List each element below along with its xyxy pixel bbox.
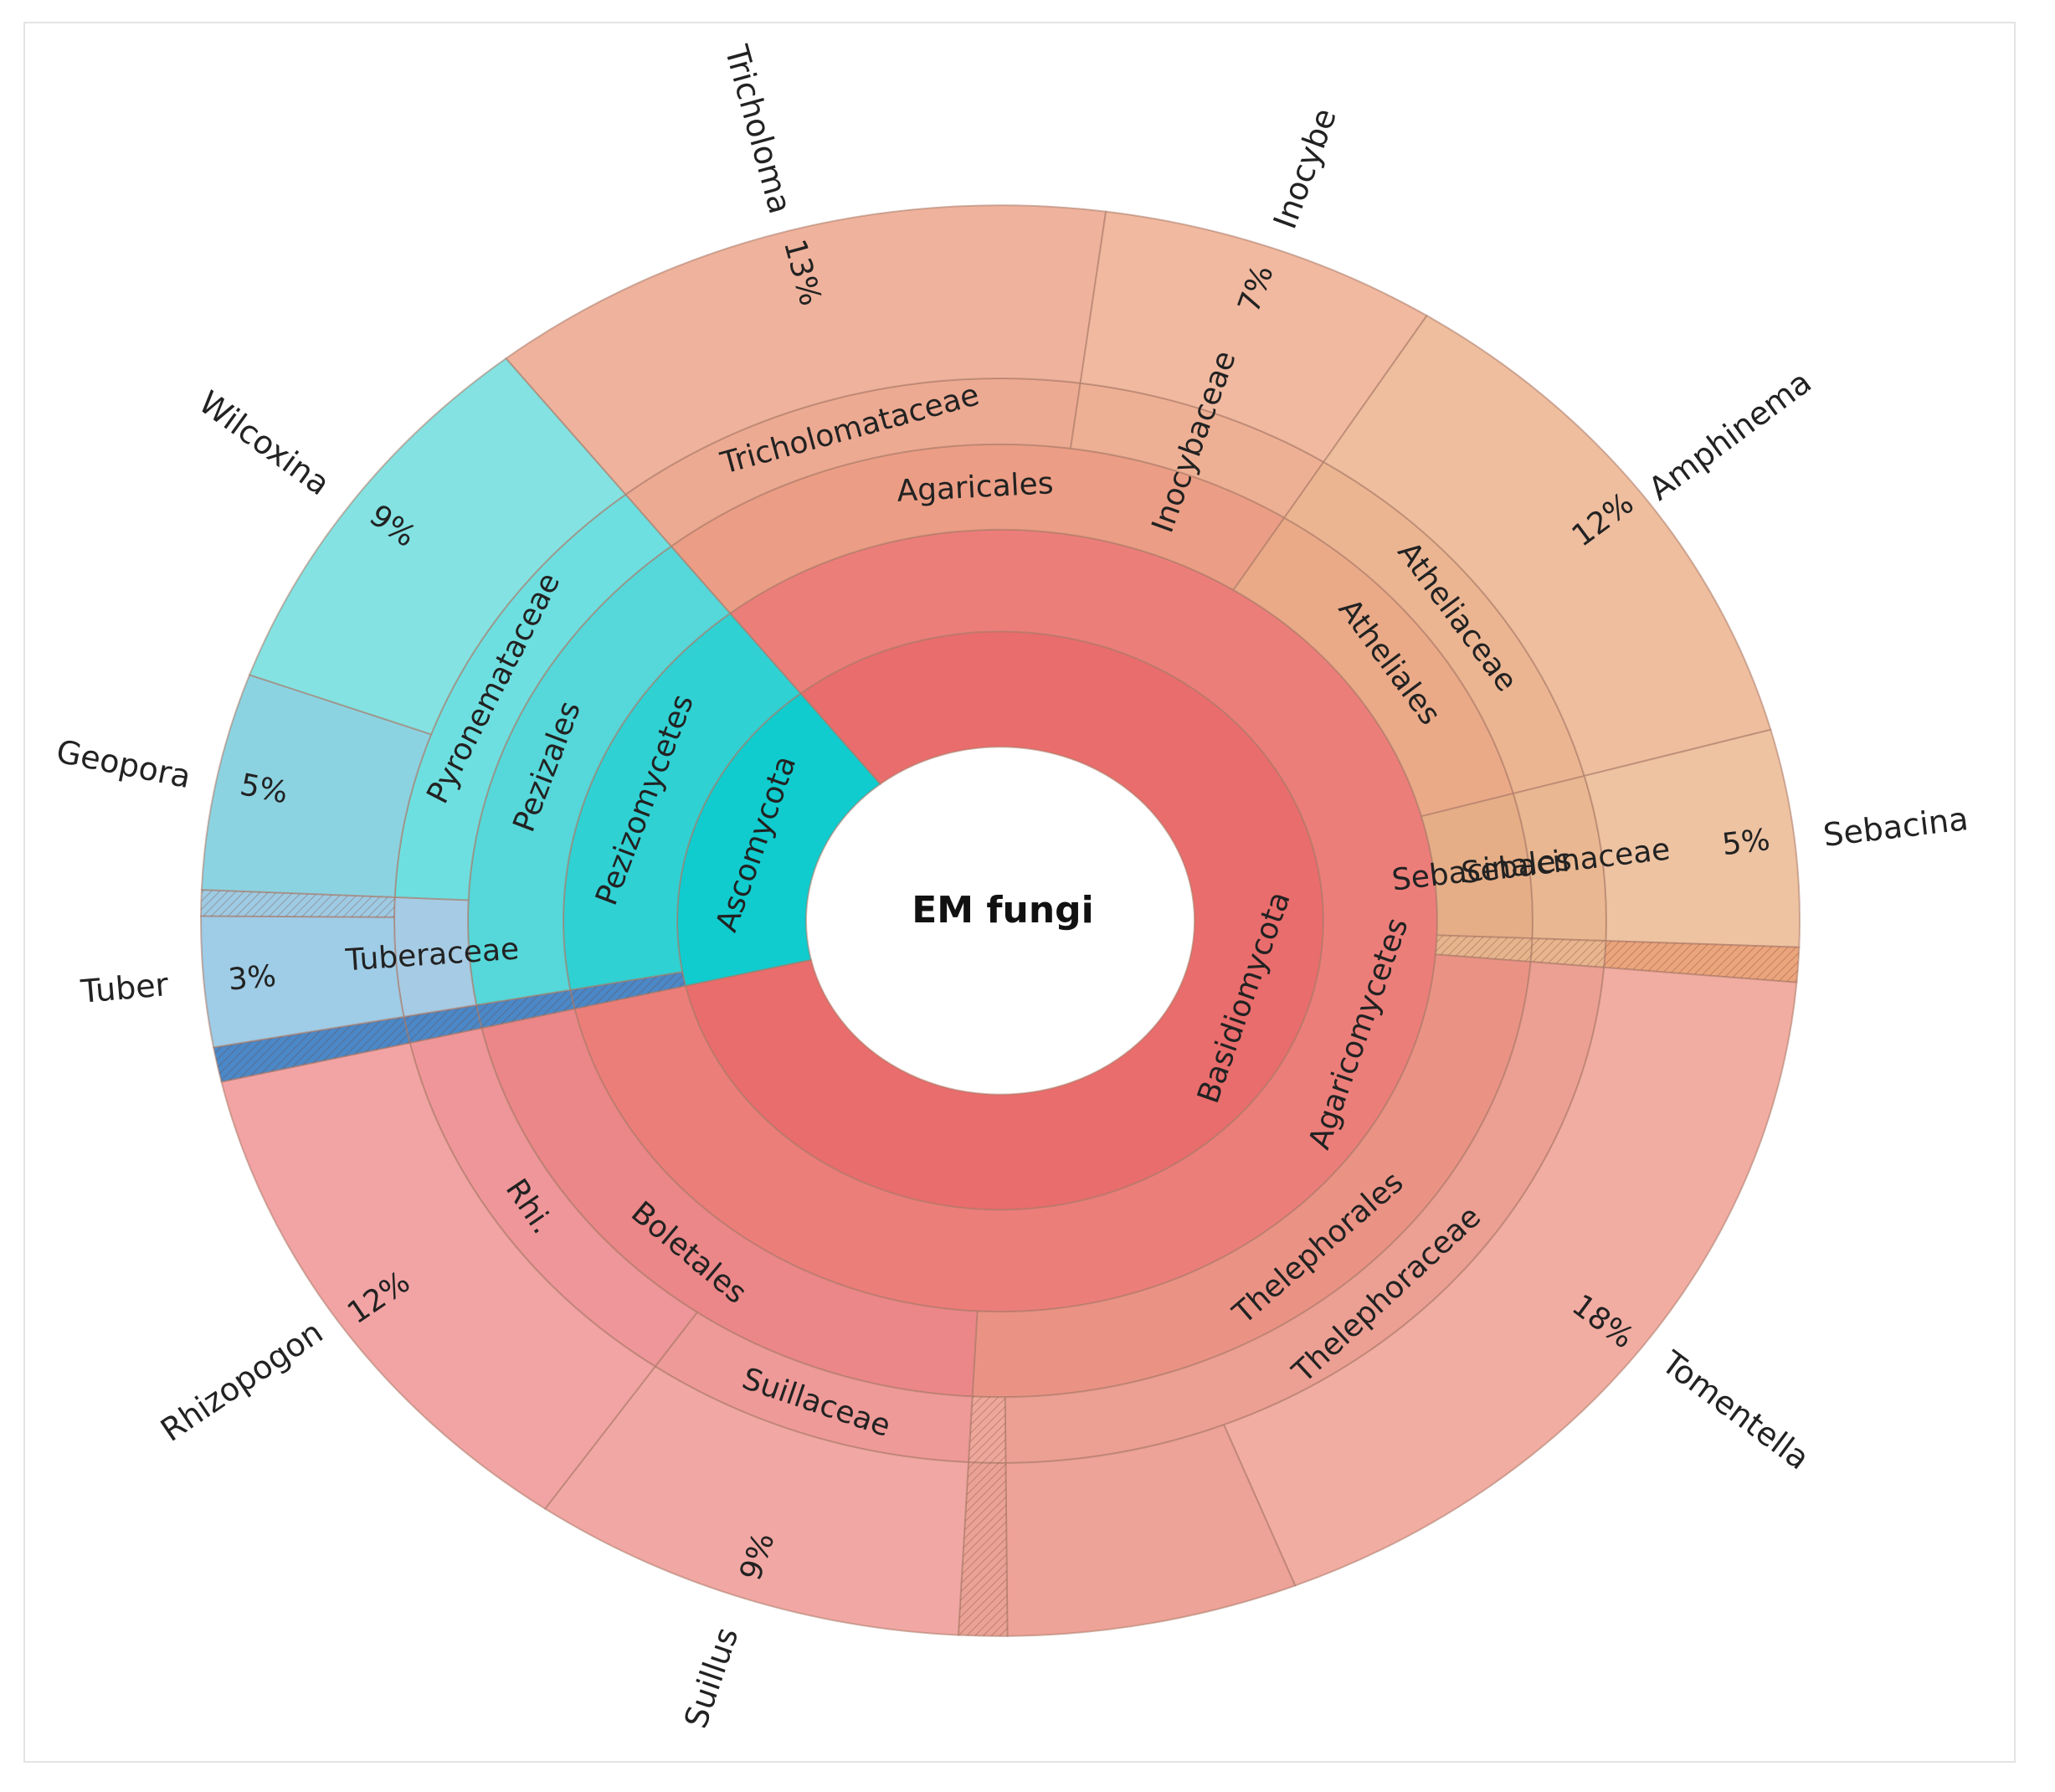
leaf-label-sebacina: Sebacina: [1821, 800, 1970, 854]
segment-hatching: [213, 1016, 410, 1082]
segment-hatching: [1436, 935, 1533, 963]
segment-hatching: [476, 989, 575, 1029]
segment-hatching: [201, 889, 395, 917]
leaf-label-tomentella: Tomentella: [1654, 1343, 1816, 1477]
root-label: EM fungi: [912, 889, 1094, 932]
leaf-label-rhizopogon: Rhizopogon: [154, 1313, 329, 1449]
segment-hatching: [570, 972, 686, 1009]
label-agaricales: Agaricales: [896, 466, 1054, 509]
leaf-label-inocybe: Inocybe: [1266, 104, 1343, 234]
leaf-label-tuber: Tuber: [79, 966, 170, 1010]
leaf-label-amphinema: Amphinema: [1641, 363, 1817, 507]
leaf-label-geopora: Geopora: [54, 732, 194, 795]
leaf-label-tricholoma: Tricholoma: [717, 41, 799, 218]
segment-hatching: [403, 1004, 482, 1043]
pct-tuber: 3%: [227, 959, 277, 998]
segment-hatching: [968, 1396, 1006, 1463]
leaf-label-wilcoxina: Wilcoxina: [193, 383, 337, 502]
segment-hatching: [1604, 941, 1800, 983]
pct-sebacina: 5%: [1720, 823, 1772, 862]
segment-hatching: [1530, 938, 1606, 968]
segment-wilcoxina: [248, 357, 627, 736]
leaf-label-suillus: Suillus: [677, 1623, 746, 1733]
segment-tomentella: [1222, 966, 1798, 1587]
figure-frame: [23, 22, 2016, 1763]
segment-hatching: [958, 1462, 1008, 1636]
